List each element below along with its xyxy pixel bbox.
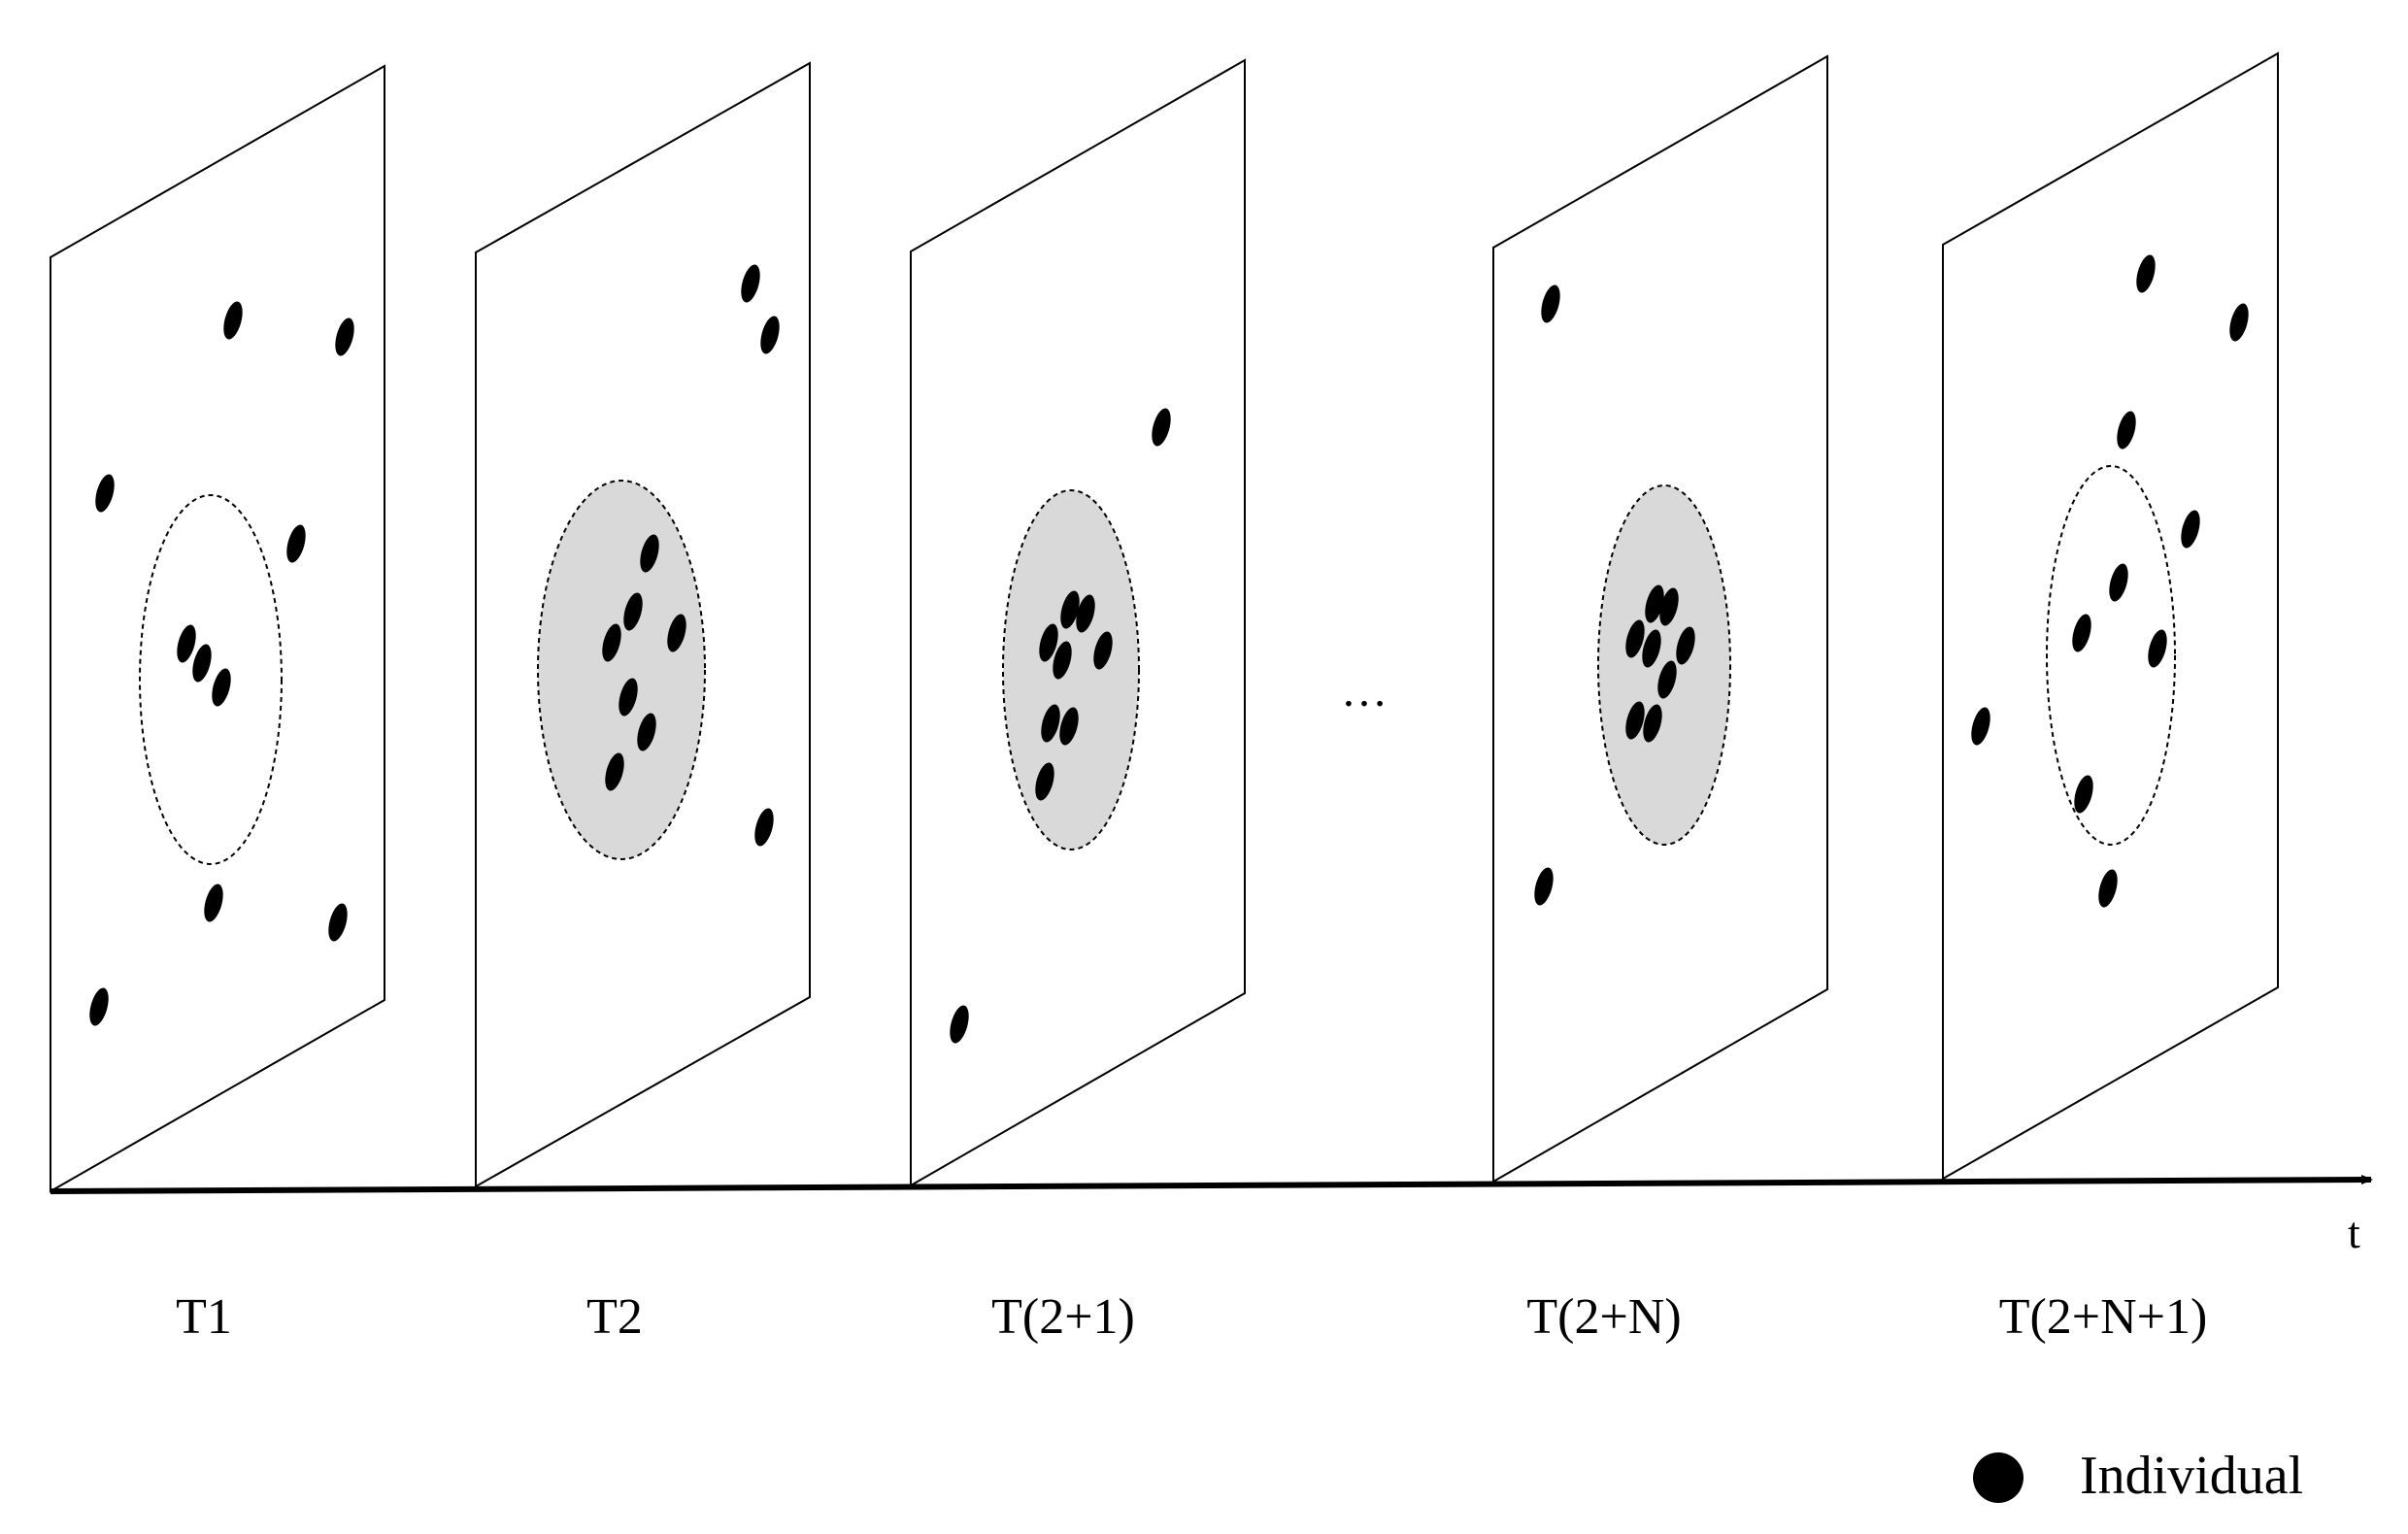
individual-dot xyxy=(640,534,659,573)
legend-individual-marker xyxy=(1973,1452,2023,1503)
individual-dot xyxy=(1093,631,1113,670)
individual-dot xyxy=(1059,707,1079,746)
individual-dot xyxy=(2136,254,2156,293)
individual-dot xyxy=(2229,303,2249,342)
individual-dot xyxy=(335,317,354,356)
individual-dot xyxy=(95,474,115,513)
individual-dot xyxy=(2074,775,2093,814)
shaded-region xyxy=(537,480,706,860)
individual-dot xyxy=(204,884,223,922)
frame-label: T2 xyxy=(586,1289,643,1345)
individual-dot xyxy=(1625,619,1645,658)
individual-dot xyxy=(2148,629,2167,668)
individual-dot xyxy=(1642,629,1661,668)
individual-dot xyxy=(2109,563,2128,602)
time-axis-label: t xyxy=(2348,1208,2360,1257)
ellipsis-text: … xyxy=(1341,665,1388,717)
individual-dot xyxy=(1152,408,1171,447)
individual-dot xyxy=(1676,626,1695,665)
individual-dot xyxy=(2181,510,2200,549)
dots-layer xyxy=(89,254,2249,1044)
individual-dot xyxy=(605,752,624,791)
individual-dot xyxy=(223,301,243,340)
individual-dot xyxy=(2117,411,2136,450)
individual-dot xyxy=(1534,867,1554,906)
shaded-region xyxy=(1597,484,1731,846)
individual-dot xyxy=(637,713,656,751)
individual-dot xyxy=(1060,590,1080,629)
individual-dot xyxy=(89,987,109,1026)
individual-dot xyxy=(950,1005,969,1044)
frame-label: T(2+N+1) xyxy=(1999,1289,2208,1345)
individual-dot xyxy=(177,624,196,663)
individual-dot xyxy=(741,264,760,303)
dashed-region xyxy=(2046,465,2176,846)
individual-dot xyxy=(1053,641,1072,680)
individual-dot xyxy=(1625,701,1645,740)
shaded-region xyxy=(1002,489,1140,850)
individual-dot xyxy=(1645,584,1664,623)
individual-dot xyxy=(1541,284,1560,323)
individual-dot xyxy=(1659,587,1679,626)
frame-label: T1 xyxy=(176,1289,232,1345)
individual-dot xyxy=(1041,704,1060,743)
individual-dot xyxy=(212,668,231,707)
individual-dot xyxy=(1643,704,1662,743)
frames-layer xyxy=(50,51,2279,1193)
dashed-region xyxy=(139,494,283,865)
individual-dot xyxy=(286,524,306,563)
individual-dot xyxy=(1971,707,1990,746)
individual-dot xyxy=(760,316,780,354)
legend-individual-label: Individual xyxy=(2080,1446,2303,1506)
individual-dot xyxy=(623,592,643,631)
individual-dot xyxy=(602,623,621,662)
individual-dot xyxy=(1035,762,1054,801)
individual-dot xyxy=(1076,594,1095,633)
individual-dot xyxy=(754,808,774,847)
individual-dot xyxy=(2098,869,2118,908)
frame-labels: T1 T2 T(2+1) T(2+N) T(2+N+1) xyxy=(176,1289,2207,1345)
individual-dot xyxy=(619,678,638,717)
time-axis xyxy=(50,1175,2373,1194)
frame-panel xyxy=(50,64,385,1193)
frame-panel xyxy=(1942,51,2279,1181)
individual-dot xyxy=(667,614,686,652)
individual-dot xyxy=(328,903,348,942)
individual-dot xyxy=(192,644,212,683)
individual-dot xyxy=(2072,614,2091,652)
individual-dot xyxy=(1039,623,1058,662)
individual-dot xyxy=(1657,660,1677,699)
frame-label: T(2+N) xyxy=(1526,1289,1681,1345)
frame-label: T(2+1) xyxy=(991,1289,1135,1345)
